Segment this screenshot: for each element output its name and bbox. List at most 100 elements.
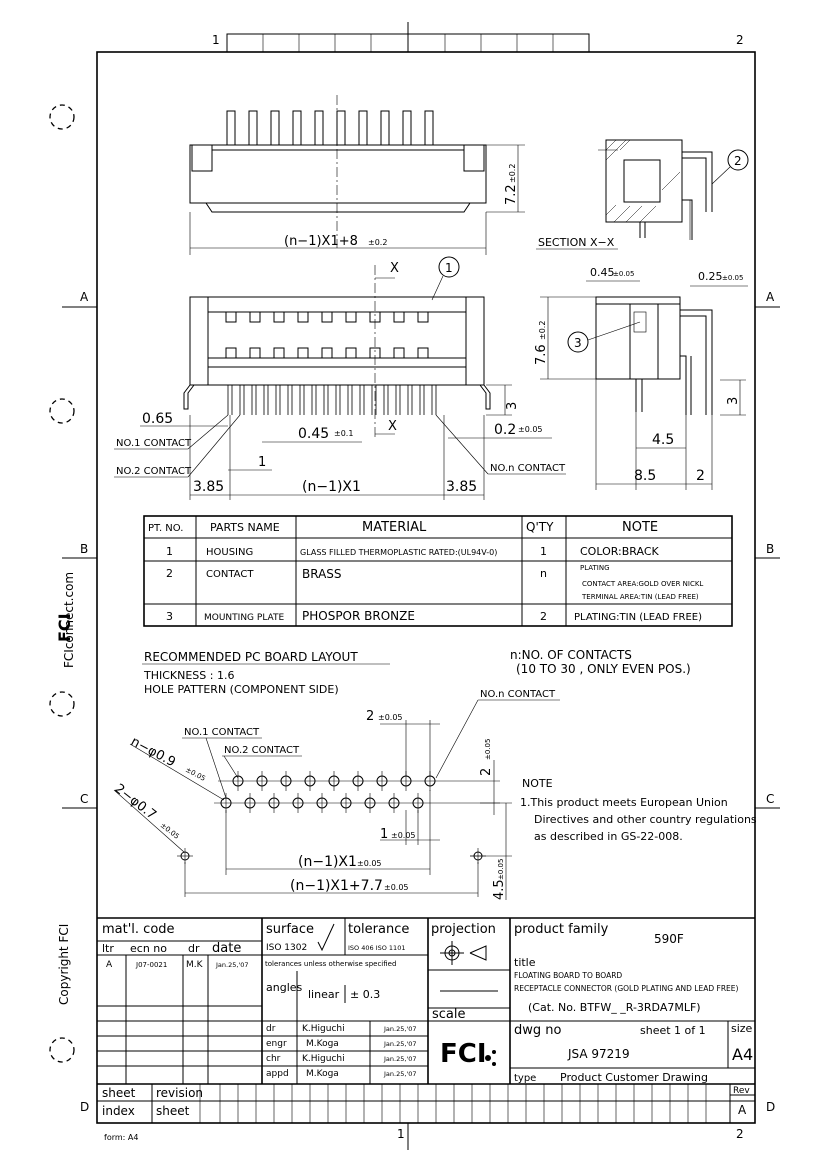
- table-header-note: NOTE: [622, 520, 658, 535]
- front-pitch-045-tol: ±0.1: [334, 429, 353, 438]
- section-balloon-label: 2: [734, 154, 742, 168]
- tb-title-line-2: RECEPTACLE CONNECTOR (GOLD PLATING AND L…: [514, 984, 739, 993]
- front-dim-385-right: 3.85: [446, 479, 477, 495]
- pcb-dim-1: 1: [380, 827, 388, 842]
- fci-side-logo: FCI: [55, 613, 74, 642]
- section-dim-a-tol: ±0.05: [613, 270, 634, 278]
- tb-rev-ltr: A: [106, 960, 113, 970]
- pcb-dim-2v-tol: ±0.05: [484, 739, 492, 760]
- note-line-3: as described in GS-22-008.: [534, 830, 683, 843]
- section-mark-top: X: [390, 261, 399, 276]
- fci-logo: FCI: [440, 1039, 496, 1069]
- tb-product-family-label: product family: [514, 922, 609, 937]
- tb-dwg-no-label: dwg no: [514, 1023, 562, 1038]
- pcb-hole-a: n−φ0.9: [128, 734, 178, 770]
- row-label-c-right: C: [766, 792, 774, 806]
- table-row2-no: 2: [166, 567, 173, 580]
- pcb-no2-contact: NO.2 CONTACT: [224, 745, 300, 756]
- surface-check-icon: [317, 923, 335, 952]
- side-website: FCIconnect.com: [62, 572, 76, 668]
- table-row1-qty: 1: [540, 545, 547, 558]
- tb-dwg-no: JSA 97219: [567, 1047, 630, 1061]
- col-label-top-right: 2: [736, 33, 744, 47]
- front-pitch-small: 0.65: [142, 411, 173, 427]
- table-header-ptno: PT. NO.: [148, 523, 183, 534]
- frame: 1 2 1 2 A A B B C C D D form: A4 FCIconn…: [49, 22, 780, 1150]
- pcb-pattern: HOLE PATTERN (COMPONENT SIDE): [144, 683, 339, 696]
- top-view-height-tol: ±0.2: [508, 164, 517, 183]
- tb-appr-2-name: M.Koga: [306, 1039, 339, 1049]
- front-view: X X 1 0.65 NO.1 CONTACT NO.2 CONTACT 0.4…: [114, 256, 566, 500]
- projection-symbol-icon: [440, 941, 487, 965]
- table-header-name: PARTS NAME: [210, 521, 280, 534]
- pcb-dim-2-tol: ±0.05: [378, 713, 403, 722]
- tb-sheet-index-2: index: [102, 1104, 135, 1118]
- front-pins: [227, 385, 437, 415]
- front-dim-385-left: 3.85: [193, 479, 224, 495]
- row-label-d-right: D: [766, 1100, 775, 1114]
- side-copyright: Copyright FCI: [57, 924, 71, 1005]
- tb-rev-date: Jan.25,'07: [215, 961, 248, 969]
- pcb-dim-2: 2: [366, 709, 374, 724]
- tb-appr-2-role: engr: [266, 1039, 287, 1049]
- tb-ecn-no: ecn no: [130, 942, 167, 955]
- svg-text:FCI: FCI: [55, 613, 74, 642]
- tb-appr-1-role: dr: [266, 1024, 276, 1034]
- front-dim-3: 3: [505, 402, 520, 410]
- pcb-thickness: THICKNESS : 1.6: [143, 669, 234, 682]
- side-dim-3: 3: [726, 397, 741, 405]
- row-label-b-right: B: [766, 542, 774, 556]
- table-row2-note-c: TERMINAL AREA:TIN (LEAD FREE): [581, 593, 699, 601]
- front-dim-02: 0.2: [494, 422, 516, 438]
- table-row1-material: GLASS FILLED THERMOPLASTIC RATED:(UL94V-…: [300, 548, 497, 557]
- pcb-dim-2v: 2: [479, 768, 494, 776]
- section-dim-b-tol: ±0.05: [722, 274, 743, 282]
- parts-table: PT. NO. PARTS NAME MATERIAL Q'TY NOTE 1 …: [143, 515, 733, 627]
- tb-linear: linear: [308, 988, 340, 1001]
- pcb-hole-b-tol: ±0.05: [159, 821, 181, 841]
- tb-revision-2: sheet: [156, 1104, 190, 1118]
- tb-date: date: [212, 941, 241, 956]
- tb-revision: revision: [156, 1086, 203, 1100]
- section-dim-a: 0.45: [590, 266, 615, 279]
- tb-appr-3-name: K.Higuchi: [302, 1054, 345, 1064]
- pcb-n-note1: n:NO. OF CONTACTS: [510, 648, 632, 662]
- section-label: SECTION X−X: [538, 236, 615, 249]
- pcb-span2: (n−1)X1+7.7: [290, 878, 383, 894]
- top-view-height-dim: 7.2: [504, 184, 519, 205]
- top-view: 7.2 ±0.2 (n−1)X1+8 ±0.2: [189, 95, 525, 255]
- tb-appr-2-date: Jan.25,'07: [383, 1040, 416, 1048]
- tb-appr-4-date: Jan.25,'07: [383, 1070, 416, 1078]
- side-view: 3 7.6 ±0.2 3 4.5 8.5 2: [534, 296, 746, 490]
- tb-sheet-index: sheet: [102, 1086, 136, 1100]
- tb-type-label: type: [514, 1073, 536, 1084]
- tb-tol-note: tolerances unless otherwise specified: [265, 960, 396, 968]
- tb-surface: surface: [266, 922, 314, 937]
- tb-rev-dr: M.K: [186, 960, 204, 970]
- tb-type: Product Customer Drawing: [560, 1071, 708, 1084]
- balloon-1: [438, 256, 460, 278]
- top-view-width-dim: (n−1)X1+8: [284, 234, 358, 249]
- tb-linear-tol: ± 0.3: [350, 988, 380, 1001]
- pcb-span1-tol: ±0.05: [357, 859, 382, 868]
- svg-text:FCI: FCI: [440, 1039, 487, 1069]
- row-label-d-left: D: [80, 1100, 89, 1114]
- table-row3-qty: 2: [540, 610, 547, 623]
- side-dim-45: 4.5: [652, 432, 674, 448]
- note-line-2: Directives and other country regulations: [534, 813, 757, 826]
- title-block: mat'l. code surface ISO 1302 tolerance I…: [96, 917, 755, 1123]
- tb-title-line-1: FLOATING BOARD TO BOARD: [514, 971, 622, 980]
- tb-matl-code: mat'l. code: [102, 922, 175, 937]
- table-row3-note: PLATING:TIN (LEAD FREE): [574, 612, 702, 623]
- balloon-3: [567, 331, 589, 353]
- tb-tolerance-std: ISO 406 ISO 1101: [348, 944, 405, 952]
- front-pitch-045: 0.45: [298, 426, 329, 442]
- table-row3-no: 3: [166, 610, 173, 623]
- front-span: (n−1)X1: [302, 479, 361, 495]
- tb-ltr: ltr: [102, 942, 114, 955]
- pcb-non-contact: NO.n CONTACT: [480, 689, 556, 700]
- note-line-1: 1.This product meets European Union: [520, 796, 728, 809]
- front-balloon-label: 1: [445, 261, 453, 275]
- tb-scale: scale: [432, 1007, 466, 1022]
- tb-title-label: title: [514, 956, 536, 969]
